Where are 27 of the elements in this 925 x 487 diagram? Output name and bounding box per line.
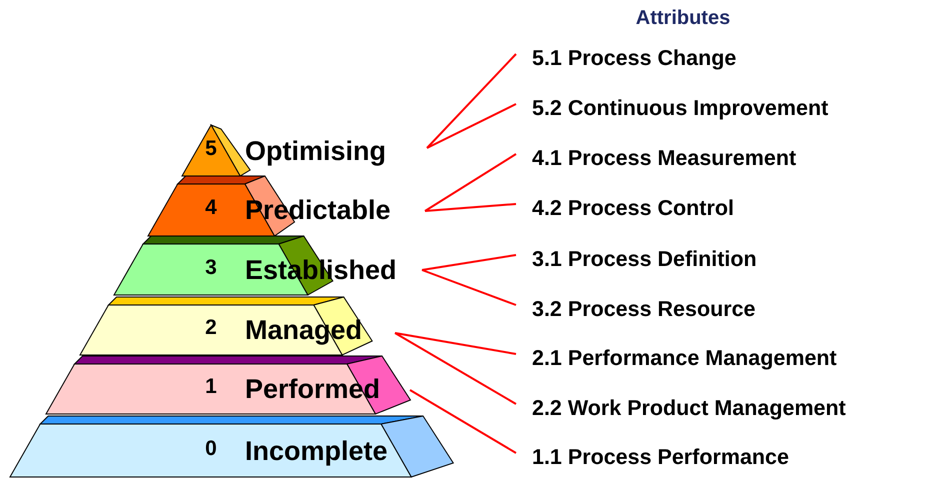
connector-line: [424, 153, 517, 212]
connector-line: [394, 332, 516, 405]
connector-line: [426, 53, 517, 149]
attribute-label: 5.1 Process Change: [516, 45, 736, 71]
level-number: 0: [204, 436, 218, 460]
attribute-label: 2.2 Work Product Management: [516, 395, 846, 421]
level-number: 3: [204, 256, 218, 280]
attribute-label: 3.2 Process Resource: [516, 296, 756, 322]
attribute-label: 2.1 Performance Management: [516, 345, 837, 371]
connector-line: [424, 203, 516, 212]
connector-line: [422, 254, 516, 271]
attribute-label: 4.2 Process Control: [516, 195, 734, 221]
level-number: 4: [204, 196, 218, 220]
attribute-label: 1.1 Process Performance: [516, 444, 789, 470]
level-number: 2: [204, 316, 218, 340]
level-number: 1: [204, 375, 218, 399]
level-name: Incomplete: [244, 434, 388, 466]
level-name: Optimising: [244, 134, 386, 166]
connector-line: [422, 269, 516, 306]
column-heading: Attributes: [634, 6, 732, 31]
level-number: 5: [204, 136, 218, 160]
connector-line: [409, 389, 517, 454]
attribute-label: 5.2 Continuous Improvement: [516, 95, 828, 121]
attribute-label: 3.1 Process Definition: [516, 246, 757, 272]
attribute-label: 4.1 Process Measurement: [516, 145, 796, 171]
connector-line: [426, 103, 516, 149]
connector-line: [394, 332, 516, 355]
